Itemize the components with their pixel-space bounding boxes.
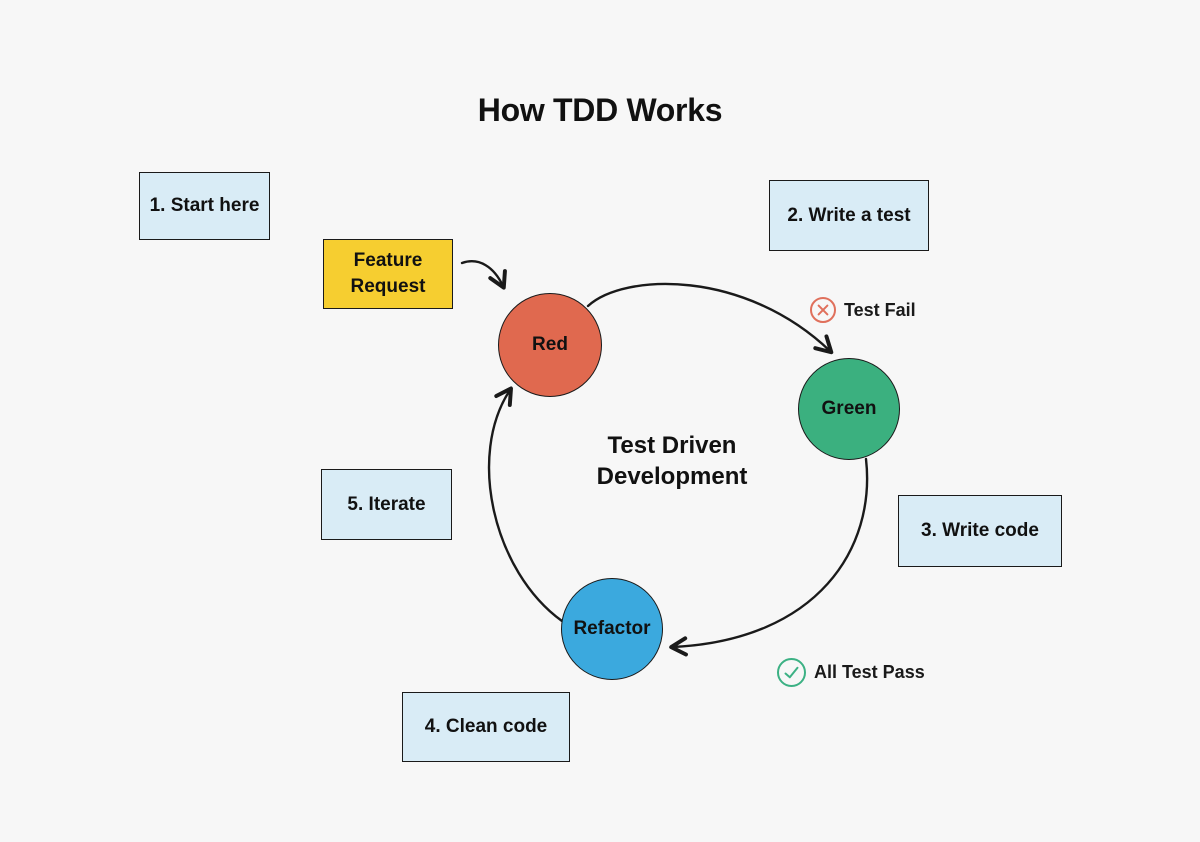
annotation-test-fail: Test Fail [809, 296, 916, 324]
annotation-label: Test Fail [844, 299, 916, 320]
annotation-all-test-pass: All Test Pass [776, 657, 925, 688]
annotation-label: All Test Pass [814, 662, 925, 682]
center-label-line2: Development [596, 463, 748, 490]
page-title: How TDD Works [477, 92, 723, 128]
feature-request-box: Feature Request [323, 239, 453, 309]
check-circle-icon [776, 657, 807, 688]
step-note-label: 4. Clean code [424, 716, 548, 737]
edge-refactor-to-red [487, 386, 564, 623]
x-circle-icon [809, 296, 837, 324]
node-label: Green [821, 398, 877, 419]
step-note-label: 2. Write a test [787, 204, 911, 226]
center-label: Test Driven Development [552, 430, 792, 492]
step-note-start-here: 1. Start here [139, 172, 270, 240]
node-red: Red [498, 293, 602, 397]
node-label: Red [532, 334, 568, 355]
edge-red-to-green [586, 282, 834, 355]
step-note-write-a-test: 2. Write a test [769, 180, 929, 251]
node-label: Refactor [573, 618, 651, 639]
step-note-write-code: 3. Write code [898, 495, 1062, 567]
node-refactor: Refactor [561, 578, 663, 680]
step-note-label: 3. Write code [921, 520, 1039, 541]
step-note-label: 1. Start here [149, 195, 260, 216]
edge-feature-to-red [460, 260, 507, 290]
step-note-clean-code: 4. Clean code [402, 692, 570, 762]
step-note-iterate: 5. Iterate [321, 469, 452, 540]
node-green: Green [798, 358, 900, 460]
center-label-line1: Test Driven [607, 432, 737, 459]
feature-request-label: Feature Request [350, 250, 426, 297]
step-note-label: 5. Iterate [347, 493, 426, 515]
